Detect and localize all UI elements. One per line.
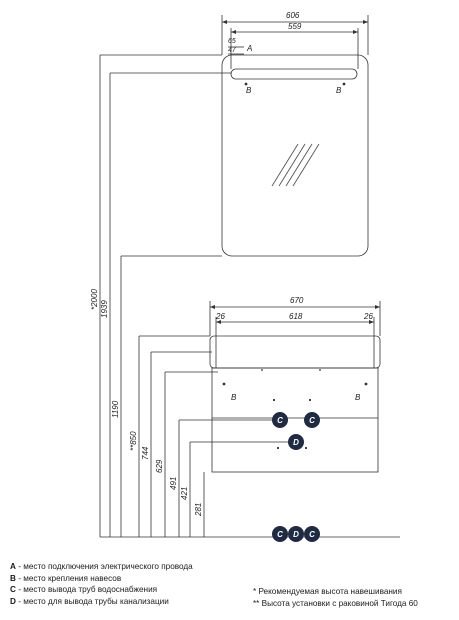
- marker-b-cabinet-right: B: [355, 393, 361, 402]
- legend-notes: * Рекомендуемая высота навешивания ** Вы…: [253, 586, 418, 609]
- water-outlet-right-badge: C: [304, 412, 320, 428]
- legend-item-c: C - место вывода труб водоснабжения: [10, 585, 158, 594]
- drain-outlet-badge: D: [288, 434, 304, 450]
- washbasin-top: [209, 335, 381, 369]
- dim-618: 618: [289, 312, 303, 321]
- legend-item-b: B - место крепления навесов: [10, 573, 122, 583]
- floor-water-right-badge: C: [304, 526, 320, 542]
- marker-b-mirror-right: B: [336, 86, 342, 95]
- mount-point-mirror-right: [342, 82, 346, 86]
- note-recommended-height: * Рекомендуемая высота навешивания: [253, 587, 402, 596]
- floor-water-left-badge: C: [272, 526, 288, 542]
- floor-drain-badge: D: [288, 526, 304, 542]
- dim-1190: 1190: [111, 400, 120, 418]
- marker-b-cabinet-left: B: [231, 393, 237, 402]
- dim-1939: 1939: [100, 300, 109, 318]
- dim-2000: *2000: [90, 289, 99, 310]
- legend-keys: A - место подключения электрического про…: [10, 561, 193, 607]
- dim-744: 744: [141, 446, 150, 460]
- dim-606: 606: [286, 11, 300, 20]
- svg-text:C: C: [309, 416, 315, 425]
- mirror-outline: [221, 54, 369, 257]
- dim-26-right: 26: [363, 312, 373, 321]
- mount-point-cabinet-left: [222, 382, 226, 386]
- note-install-height: ** Высота установки с раковиной Тигода 6…: [253, 598, 418, 608]
- svg-text:C: C: [277, 416, 283, 425]
- dim-47: 47: [228, 47, 237, 54]
- svg-text:D: D: [293, 438, 299, 447]
- mount-point-mirror-left: [244, 82, 248, 86]
- dim-421: 421: [180, 487, 189, 500]
- legend-item-d: D - место для вывода трубы канализации: [10, 596, 169, 606]
- mirror-glare: [271, 143, 320, 187]
- mirror-light-strip: [230, 68, 358, 80]
- svg-text:C: C: [309, 530, 315, 539]
- dim-65: 65: [228, 38, 236, 45]
- water-outlet-left-badge: C: [272, 412, 288, 428]
- marker-b-mirror-left: B: [246, 86, 252, 95]
- svg-text:D: D: [293, 530, 299, 539]
- dim-26-left: 26: [215, 312, 225, 321]
- dim-559: 559: [288, 22, 302, 31]
- marker-a: A: [246, 44, 252, 53]
- dim-670: 670: [290, 296, 304, 305]
- dim-281: 281: [194, 503, 203, 517]
- dim-491: 491: [169, 477, 178, 490]
- mount-point-cabinet-right: [364, 382, 368, 386]
- svg-text:C: C: [277, 530, 283, 539]
- dim-850: **850: [129, 431, 138, 451]
- dim-629: 629: [155, 459, 164, 473]
- legend-item-a: A - место подключения электрического про…: [10, 562, 193, 571]
